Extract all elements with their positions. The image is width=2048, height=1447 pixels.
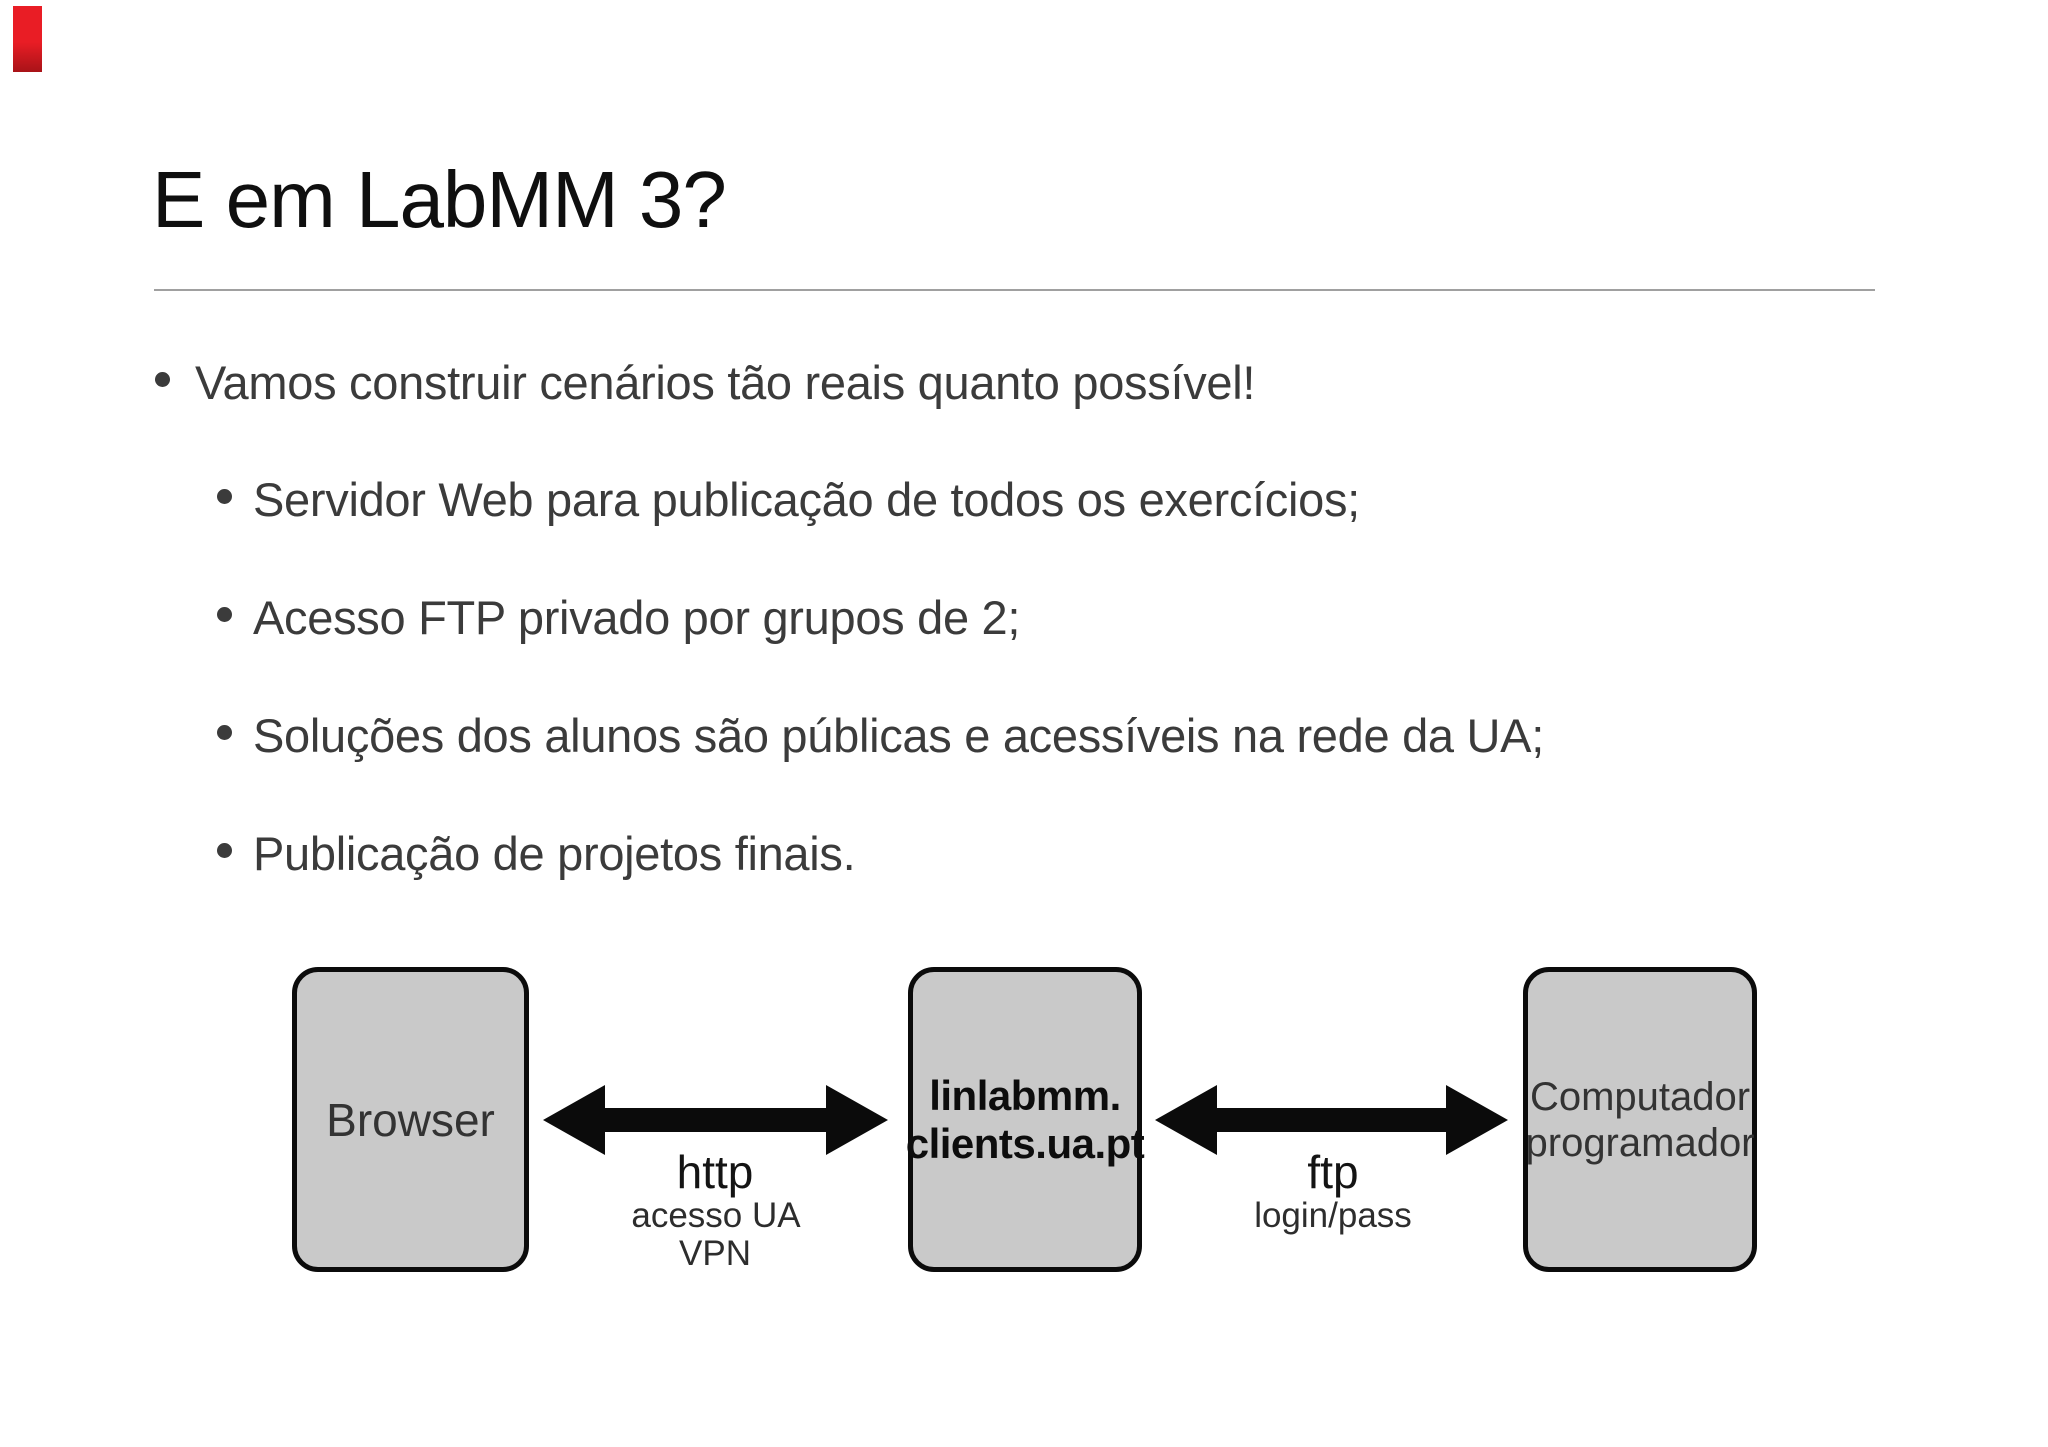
node-label-line-1: Computador [1529,1074,1751,1119]
bullet-dot-icon [217,489,232,504]
slide-title: E em LabMM 3? [152,155,727,244]
ftp-link-detail-1: login/pass [1254,1196,1412,1235]
bullet-item-sub-1: Servidor Web para publicação de todos os… [0,472,2048,532]
diagram-node-browser: Browser [292,967,529,1272]
http-double-arrow-icon [543,1085,888,1155]
bullet-item-sub-2: Acesso FTP privado por grupos de 2; [0,590,2048,650]
bullet-dot-icon [217,725,232,740]
bullet-item-sub-4: Publicação de projetos finais. [0,826,2048,886]
ftp-double-arrow-icon [1155,1085,1508,1155]
node-label: Browser [326,1093,495,1146]
bullet-text-sub-4: Publicação de projetos finais. [253,827,856,880]
node-label-line-1: linlabmm. [929,1071,1121,1119]
node-label-line-2: programador [1525,1120,1755,1165]
bullet-item-main: Vamos construir cenários tão reais quant… [0,355,2048,415]
red-marker [13,6,42,72]
bullet-dot-icon [217,607,232,622]
ftp-link-label: ftp [1307,1146,1359,1198]
http-link-label: http [676,1146,754,1198]
bullet-text-sub-1: Servidor Web para publicação de todos os… [253,473,1360,526]
bullet-text-main: Vamos construir cenários tão reais quant… [195,356,1256,409]
http-link-detail-2: VPN [679,1234,751,1273]
node-label-line-2: clients.ua.pt [905,1119,1145,1167]
diagram-node-server: linlabmm. clients.ua.pt [905,967,1145,1272]
bullet-item-sub-3: Soluções dos alunos são públicas e acess… [0,708,2048,768]
bullet-dot-icon [155,372,170,387]
title-divider [154,289,1875,291]
bullet-text-sub-3: Soluções dos alunos são públicas e acess… [253,709,1544,762]
http-link-detail-1: acesso UA [631,1196,801,1235]
bullet-dot-icon [217,843,232,858]
diagram-node-computer: Computador programador [1523,967,1757,1272]
bullet-text-sub-2: Acesso FTP privado por grupos de 2; [253,591,1021,644]
